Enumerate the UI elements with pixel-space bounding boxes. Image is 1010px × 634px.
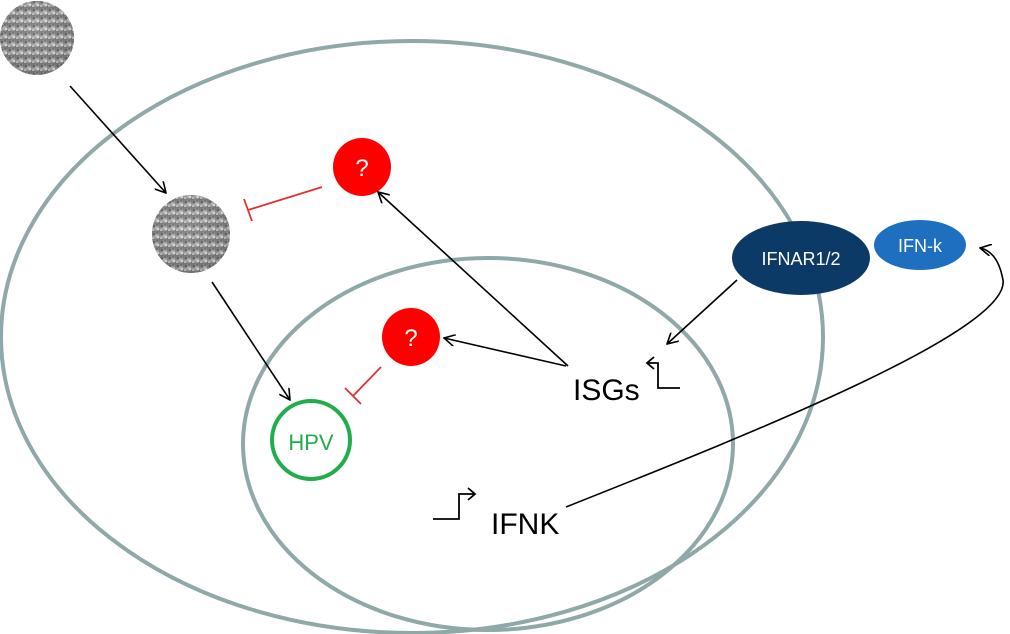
ligand-label: IFN-k (898, 236, 943, 256)
nuclear-membrane (241, 256, 735, 632)
hpv-genome: HPV (270, 399, 352, 481)
unknown-factor-label: ? (355, 155, 368, 182)
isgs-to-cytoplasmic-factor-arrow (378, 192, 569, 367)
receptor-label: IFNAR1/2 (761, 249, 840, 269)
virus-particle-icon (152, 195, 230, 273)
inhibition-line-nucleus (344, 366, 382, 405)
hpv-label: HPV (288, 430, 334, 455)
ifnk-gene-label: IFNK (491, 508, 559, 541)
inhibition-line-cytoplasm (243, 186, 323, 222)
ifn-kappa-ligand: IFN-k (874, 220, 966, 270)
cell-membrane (0, 39, 825, 634)
promoter-arrow-icon (433, 487, 477, 520)
unknown-factor-label: ? (404, 325, 417, 352)
entry-arrow (69, 85, 166, 193)
ifnar-receptor: IFNAR1/2 (732, 221, 870, 295)
unknown-factor-cytoplasm: ? (333, 138, 391, 196)
ifnk-secretion-arrow (565, 248, 1004, 508)
virus-particle-icon (0, 1, 74, 75)
receptor-to-isgs-arrow (667, 279, 738, 344)
isgs-to-nuclear-factor-arrow (444, 338, 567, 367)
unknown-factor-nucleus: ? (382, 308, 440, 366)
isgs-label: ISGs (573, 374, 640, 407)
uncoating-arrow (211, 281, 290, 400)
promoter-arrow-icon (645, 356, 680, 389)
